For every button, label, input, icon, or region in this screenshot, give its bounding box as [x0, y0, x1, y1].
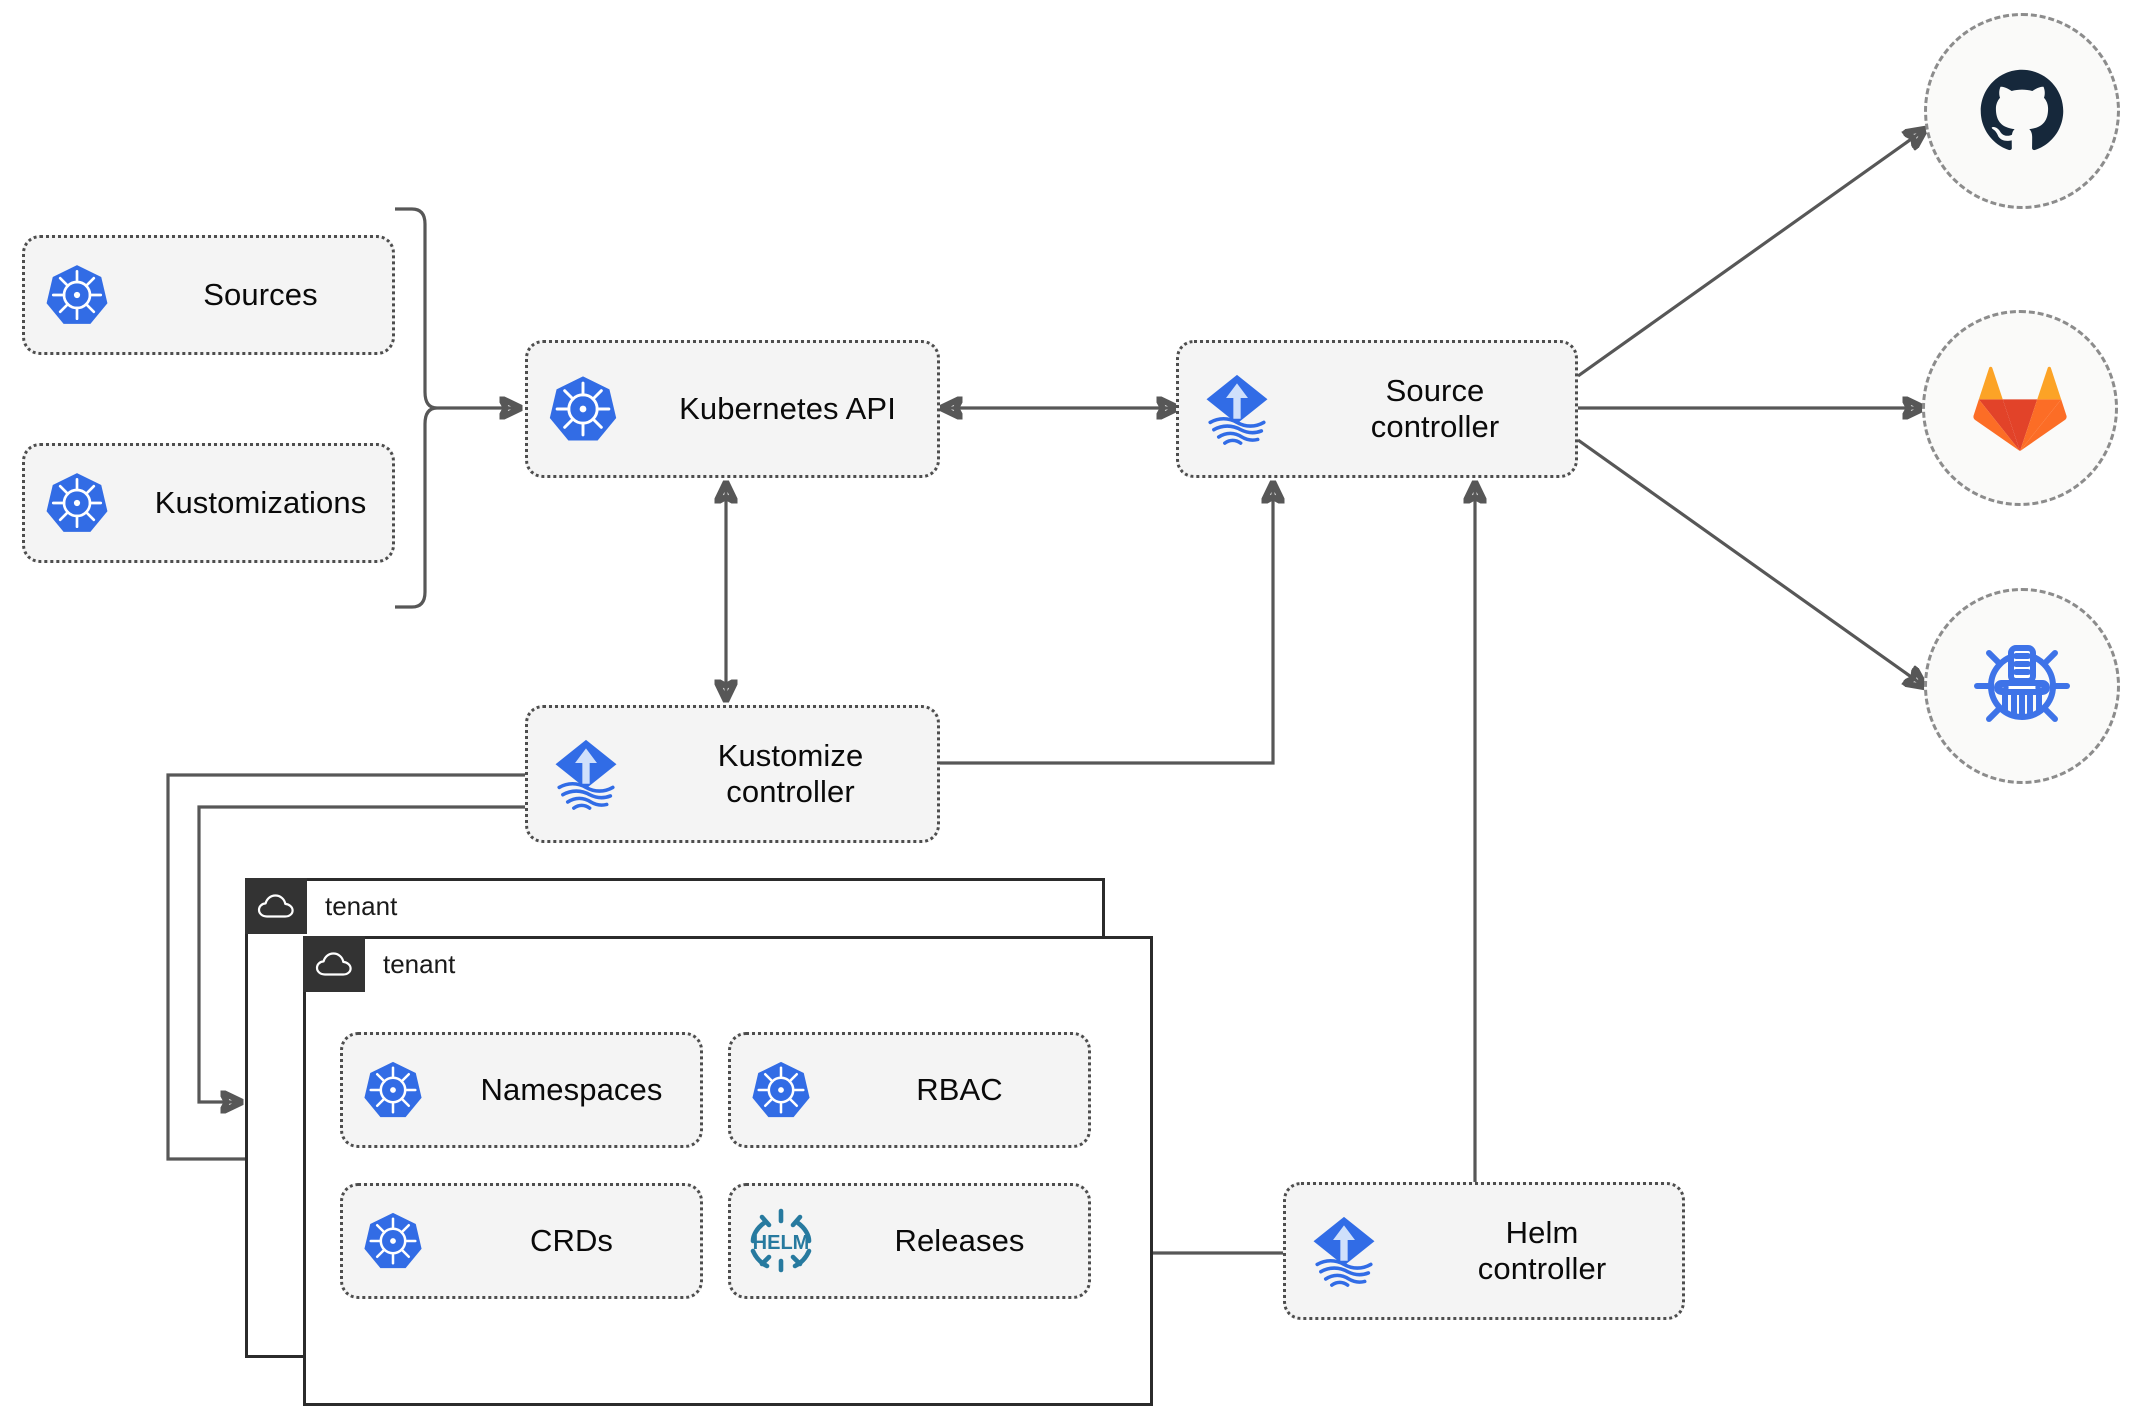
github-icon [1980, 69, 2064, 151]
tenant-frame-inner: tenant [303, 936, 1153, 1406]
wire-kustomize-to-source [940, 484, 1273, 765]
kubernetes-icon [343, 1210, 443, 1272]
endpoint-bucket[interactable] [1924, 588, 2120, 784]
gitlab-icon [1973, 366, 2067, 452]
cloud-icon [245, 878, 307, 934]
group-brace [395, 207, 438, 609]
node-label: Namespaces [480, 1072, 663, 1108]
kubernetes-icon [25, 470, 129, 536]
wire-source-to-github [1577, 130, 1924, 378]
node-namespaces[interactable]: Namespaces [340, 1032, 703, 1148]
node-label: Kubernetes API [679, 391, 896, 427]
tenant-label-outer: tenant [325, 891, 398, 921]
wire-source-to-bucket [1577, 438, 1924, 686]
kubernetes-icon [528, 373, 638, 445]
node-releases[interactable]: HELM Releases [728, 1183, 1091, 1299]
wire-kustomize-to-tenant-inner [197, 805, 525, 1102]
node-label: Kustomizations [154, 485, 367, 521]
node-label: Sources [203, 277, 318, 313]
kubernetes-icon [731, 1059, 831, 1121]
node-label: Releases [894, 1223, 1025, 1259]
node-label: Helm controller [1477, 1215, 1607, 1286]
wire-kustomize-to-tenant-outer [166, 773, 525, 1159]
endpoint-gitlab[interactable] [1922, 310, 2118, 506]
endpoint-github[interactable] [1924, 13, 2120, 209]
node-source-controller[interactable]: Source controller [1176, 340, 1578, 478]
node-kubernetes-api[interactable]: Kubernetes API [525, 340, 940, 478]
kubernetes-icon [343, 1059, 443, 1121]
flux-icon [1179, 370, 1295, 448]
node-sources[interactable]: Sources [22, 235, 395, 355]
node-kustomize-controller[interactable]: Kustomize controller [525, 705, 940, 843]
helm-wordmark: HELM [753, 1232, 810, 1254]
node-label: Source controller [1370, 373, 1500, 444]
bucket-icon [1974, 645, 2070, 722]
tenant-header-inner: tenant [303, 936, 455, 992]
flux-icon [1286, 1212, 1402, 1290]
cloud-icon [303, 936, 365, 992]
node-label: CRDs [529, 1223, 614, 1259]
node-helm-controller[interactable]: Helm controller [1283, 1182, 1685, 1320]
helm-icon: HELM [731, 1206, 831, 1276]
node-label: RBAC [916, 1072, 1003, 1108]
node-kustomizations[interactable]: Kustomizations [22, 443, 395, 563]
node-crds[interactable]: CRDs [340, 1183, 703, 1299]
tenant-label-inner: tenant [383, 949, 456, 979]
node-label: Kustomize controller [717, 738, 864, 809]
tenant-header-outer: tenant [245, 878, 397, 934]
node-rbac[interactable]: RBAC [728, 1032, 1091, 1148]
kubernetes-icon [25, 262, 129, 328]
flux-icon [528, 735, 644, 813]
